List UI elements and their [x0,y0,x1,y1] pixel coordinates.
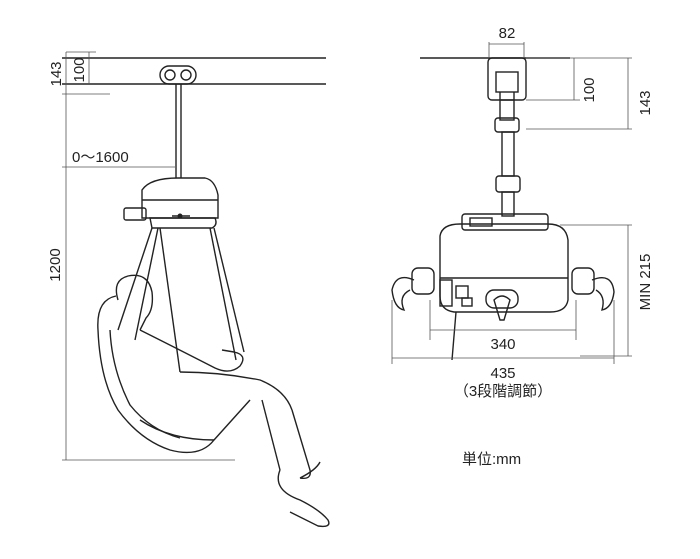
note-3-step-adjust: （3段階調節） [454,382,552,400]
dim-100-right: 100 [581,77,598,102]
hoist-unit-side [123,177,219,229]
dim-143-right: 143 [637,90,654,115]
dim-435: 435 [490,365,515,382]
rail-section [487,57,527,101]
dim-travel: 0〜1600 [72,149,129,166]
dim-min215: MIN 215 [637,254,654,311]
dim-340: 340 [490,336,515,353]
rail-trolley [159,65,197,85]
hoist-unit-front [439,213,569,361]
dim-82: 82 [499,25,516,42]
right-front-view: 82 100 143 MIN 215 [391,25,654,468]
dim-100-left: 100 [71,57,88,82]
dim-143-left: 143 [48,61,65,86]
spreader-bar [391,267,615,311]
unit-label: 単位:mm [462,451,521,468]
person-in-sling [97,274,330,528]
dim-1200: 1200 [47,248,64,281]
left-side-view: 143 100 0〜1600 1200 [47,51,330,528]
